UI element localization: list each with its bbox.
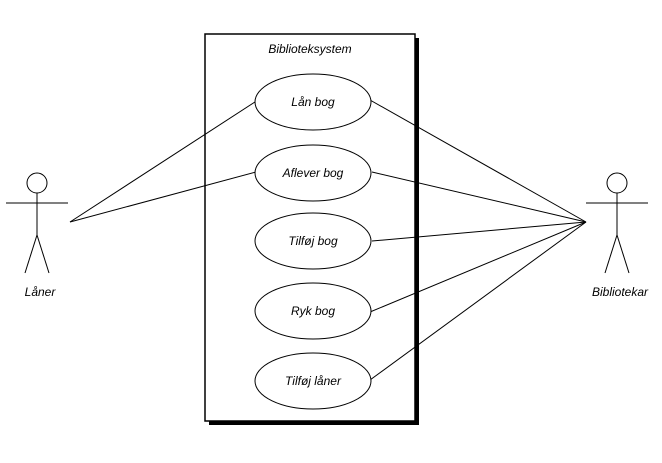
use-case-tilfoej-bog: Tilføj bog	[254, 212, 372, 270]
assoc-bibliotekar-laan-bog	[369, 99, 587, 223]
assoc-bibliotekar-aflever-bog	[371, 171, 587, 223]
use-case-tilfoej-laaner: Tilføj låner	[254, 352, 372, 410]
use-case-laan-bog: Lån bog	[254, 73, 372, 131]
use-case-label: Tilføj låner	[285, 374, 342, 388]
actor-bibliotekar: Bibliotekar	[586, 172, 649, 299]
use-case-label: Tilføj bog	[288, 234, 338, 248]
use-case-label: Lån bog	[291, 95, 335, 109]
actor-laaner-label: Låner	[25, 285, 57, 299]
use-case-ryk-bog: Ryk bog	[254, 282, 372, 340]
assoc-laaner-laan-bog	[69, 99, 259, 223]
actor-bibliotekar-label: Bibliotekar	[592, 285, 649, 299]
actor-laaner: Låner	[6, 172, 68, 299]
system-title: Biblioteksystem	[268, 42, 351, 56]
assoc-bibliotekar-ryk-bog	[369, 221, 587, 313]
actor-head-icon	[26, 172, 48, 194]
assoc-bibliotekar-tilfoej-laaner	[369, 221, 587, 381]
actor-head-icon	[606, 172, 628, 194]
use-case-aflever-bog: Aflever bog	[254, 144, 372, 202]
assoc-bibliotekar-tilfoej-bog	[371, 221, 587, 242]
use-case-label: Ryk bog	[291, 304, 335, 318]
use-case-label: Aflever bog	[282, 166, 344, 180]
assoc-laaner-aflever-bog	[69, 171, 257, 223]
